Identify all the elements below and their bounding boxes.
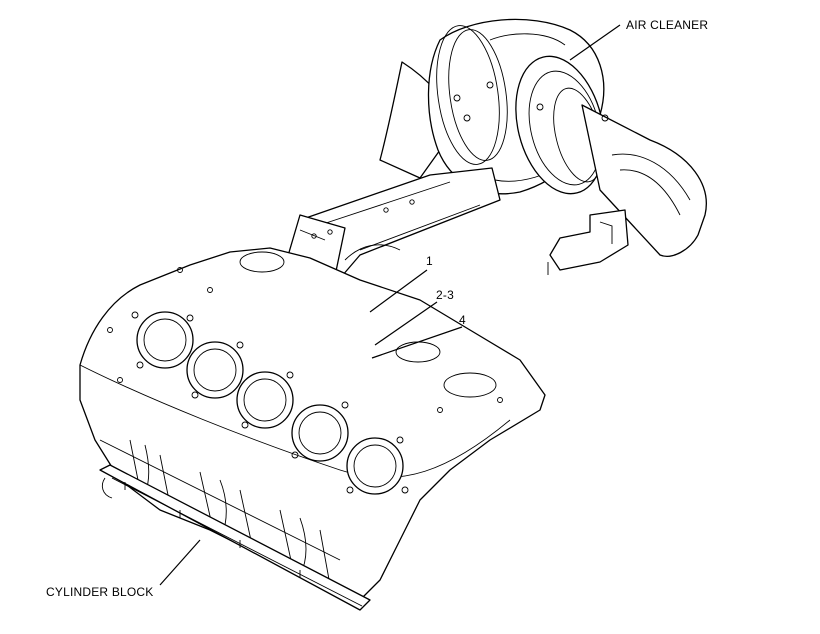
air-cleaner-assembly — [379, 18, 707, 275]
cylinder-block-leader — [159, 539, 201, 586]
cylinder-bores — [136, 251, 497, 495]
air-cleaner-leader — [569, 24, 621, 61]
cylinder-block — [79, 247, 546, 611]
callout-1-leader — [369, 269, 428, 313]
callout-2-3-leader — [374, 301, 438, 346]
callout-2-3-label: 2-3 — [436, 288, 454, 302]
callout-4-leader — [371, 326, 463, 359]
callout-4-label: 4 — [459, 313, 466, 327]
leader-lines — [159, 24, 621, 586]
callout-1-label: 1 — [426, 254, 433, 268]
air-cleaner-label: AIR CLEANER — [626, 18, 709, 32]
cylinder-block-label: CYLINDER BLOCK — [46, 585, 154, 599]
stud-holes — [107, 267, 503, 494]
